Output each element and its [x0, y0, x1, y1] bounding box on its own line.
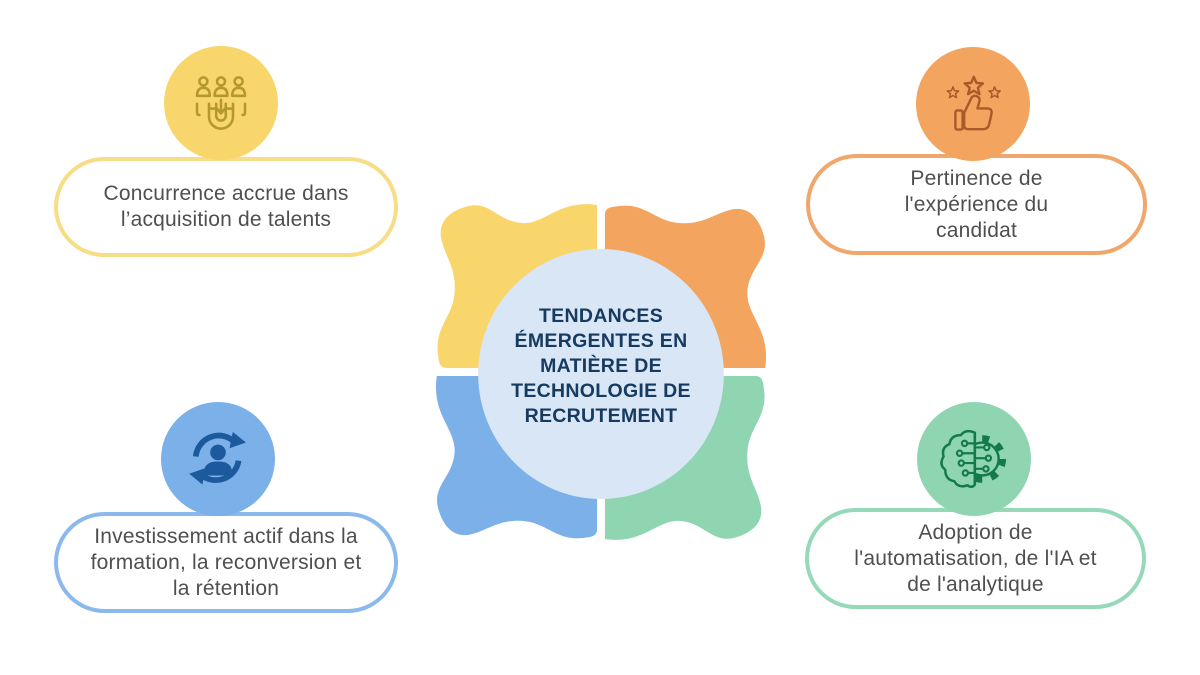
- card-text-line: Adoption de: [918, 520, 1033, 544]
- card-text-line: Concurrence accrue dans: [103, 182, 349, 205]
- title-line: RECRUTEMENT: [524, 405, 678, 427]
- diagram-title: TENDANCES ÉMERGENTES EN MATIÈRE DE TECHN…: [486, 304, 716, 429]
- automation-ai-icon-badge: [917, 402, 1031, 516]
- talent-competition-icon-badge: [164, 46, 278, 160]
- magnet-attracting-people-icon: [195, 76, 247, 130]
- card-text-line: la rétention: [172, 576, 280, 600]
- card-text-line: l'expérience du: [904, 192, 1049, 216]
- person-sync-arrows-icon: [189, 431, 246, 485]
- card-text-line: de l'analytique: [907, 572, 1044, 596]
- card-candidate-experience: Pertinence de l'expérience du candidat: [806, 154, 1147, 255]
- cycle-diagram: [435, 204, 767, 540]
- card-text-line: l'automatisation, de l'IA et: [854, 546, 1097, 570]
- center-circle: [478, 249, 724, 499]
- title-line: MATIÈRE DE: [540, 355, 662, 377]
- card-text-line: Pertinence de: [910, 166, 1043, 190]
- ai-brain-gear-icon: [940, 429, 1007, 488]
- card-text-line: formation, la reconversion et: [90, 550, 362, 574]
- card-text-line: Investissement actif dans la: [94, 524, 358, 548]
- card-talent-competition: Concurrence accrue dans l’acquisition de…: [54, 157, 398, 257]
- title-line: TECHNOLOGIE DE: [511, 380, 691, 402]
- title-line: ÉMERGENTES EN: [514, 330, 688, 352]
- card-text-line: l’acquisition de talents: [120, 208, 332, 231]
- title-line: TENDANCES: [538, 305, 664, 327]
- candidate-experience-icon-badge: [916, 47, 1030, 161]
- card-training-investment: Investissement actif dans la formation, …: [54, 512, 398, 613]
- thumbs-up-stars-icon: [946, 75, 1001, 131]
- training-investment-icon-badge: [161, 402, 275, 516]
- card-text-line: candidat: [936, 218, 1017, 242]
- card-automation-ai: Adoption de l'automatisation, de l'IA et…: [805, 508, 1146, 609]
